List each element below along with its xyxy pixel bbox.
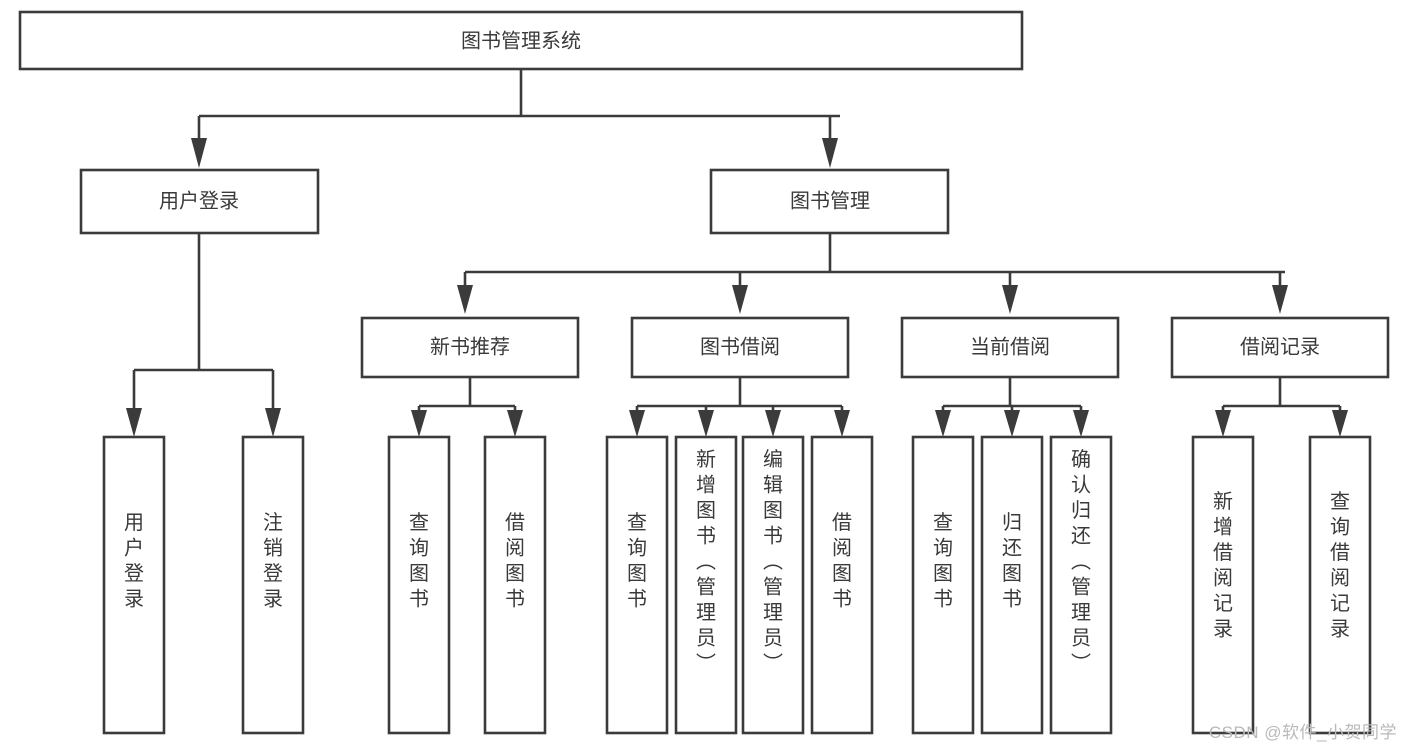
leaf-node-add-book-label: 新增图书︵管理员︶ [696,448,716,675]
leaf-node-query-book-1-box[interactable] [387,435,451,735]
leaf-node-user-logout-label: 注销登录 [263,511,283,611]
node-book-manage-box[interactable] [709,168,950,235]
node-borrow-record-label: 借阅记录 [1240,335,1320,358]
leaf-node-return-book-label: 归还图书 [1002,511,1022,611]
csdn-watermark: CSDN @软件_小贺同学 [1208,723,1397,742]
leaf-node-user-logout[interactable]: 注销登录 [241,435,305,735]
leaf-node-edit-book[interactable]: 编辑图书︵管理员︶ [741,435,805,735]
leaf-node-user-login-box[interactable] [102,435,166,735]
leaf-node-borrow-book-1-box[interactable] [483,435,547,735]
connector-userlogin-to-leaves [126,233,281,437]
node-book-borrow-label: 图书借阅 [700,335,780,358]
leaf-node-add-record-label: 新增借阅记录 [1213,490,1233,641]
node-user-login-label: 用户登录 [159,189,239,212]
leaf-node-edit-book-label: 编辑图书︵管理员︶ [763,448,783,675]
leaf-node-query-book-2-box[interactable] [605,435,669,735]
node-book-manage-label: 图书管理 [790,189,870,212]
node-borrow-record-box[interactable] [1170,316,1390,379]
node-new-book-rec[interactable]: 新书推荐 [360,316,580,379]
node-root-box[interactable] [18,10,1024,71]
node-root-label: 图书管理系统 [461,29,581,52]
leaf-node-query-book-1-label: 查询图书 [409,511,429,611]
node-user-login[interactable]: 用户登录 [79,168,320,235]
connector-newbook-to-leaves [411,377,523,437]
leaf-node-query-book-1[interactable]: 查询图书 [387,435,451,735]
leaf-node-borrow-book-2-box[interactable] [810,435,874,735]
leaf-node-add-record[interactable]: 新增借阅记录 [1191,435,1255,735]
leaf-node-query-record[interactable]: 查询借阅记录 [1308,435,1372,735]
leaf-node-user-logout-box[interactable] [241,435,305,735]
leaf-node-borrow-book-2-label: 借阅图书 [832,511,852,611]
node-book-borrow-box[interactable] [630,316,850,379]
leaf-node-query-book-2-label: 查询图书 [627,511,647,611]
connector-bookmanage-to-level3 [457,233,1288,314]
node-new-book-rec-label: 新书推荐 [430,335,510,358]
leaf-node-query-book-2[interactable]: 查询图书 [605,435,669,735]
node-current-borrow[interactable]: 当前借阅 [900,316,1120,379]
node-borrow-record[interactable]: 借阅记录 [1170,316,1390,379]
leaf-node-add-book[interactable]: 新增图书︵管理员︶ [674,435,738,735]
leaf-node-query-book-3-label: 查询图书 [933,511,953,611]
leaf-node-confirm-return-box[interactable] [1049,435,1113,735]
leaf-node-add-record-box[interactable] [1191,435,1255,735]
node-user-login-box[interactable] [79,168,320,235]
leaf-node-return-book-box[interactable] [980,435,1044,735]
leaf-node-borrow-book-1[interactable]: 借阅图书 [483,435,547,735]
leaf-node-borrow-book-1-label: 借阅图书 [505,511,525,611]
connector-borrowrecord-to-leaves [1215,377,1348,437]
leaf-node-add-book-box[interactable] [674,435,738,735]
leaf-node-user-login-label: 用户登录 [124,512,144,611]
node-new-book-rec-box[interactable] [360,316,580,379]
leaf-node-confirm-return-label: 确认归还︵管理员︶ [1071,448,1091,675]
leaf-node-return-book[interactable]: 归还图书 [980,435,1044,735]
leaf-node-query-book-3-box[interactable] [911,435,975,735]
leaf-node-user-login[interactable]: 用户登录 [102,435,166,735]
leaf-node-edit-book-box[interactable] [741,435,805,735]
leaf-node-query-book-3[interactable]: 查询图书 [911,435,975,735]
connector-currentborrow-to-leaves [935,377,1089,437]
node-current-borrow-box[interactable] [900,316,1120,379]
leaf-node-query-record-box[interactable] [1308,435,1372,735]
node-current-borrow-label: 当前借阅 [970,335,1050,358]
node-book-borrow[interactable]: 图书借阅 [630,316,850,379]
connector-root-to-level2 [191,69,840,168]
leaf-node-confirm-return[interactable]: 确认归还︵管理员︶ [1049,435,1113,735]
leaf-node-borrow-book-2[interactable]: 借阅图书 [810,435,874,735]
connector-bookborrow-to-leaves [629,377,850,437]
leaf-node-query-record-label: 查询借阅记录 [1330,490,1350,641]
node-book-manage[interactable]: 图书管理 [709,168,950,235]
node-root[interactable]: 图书管理系统 [18,10,1024,71]
